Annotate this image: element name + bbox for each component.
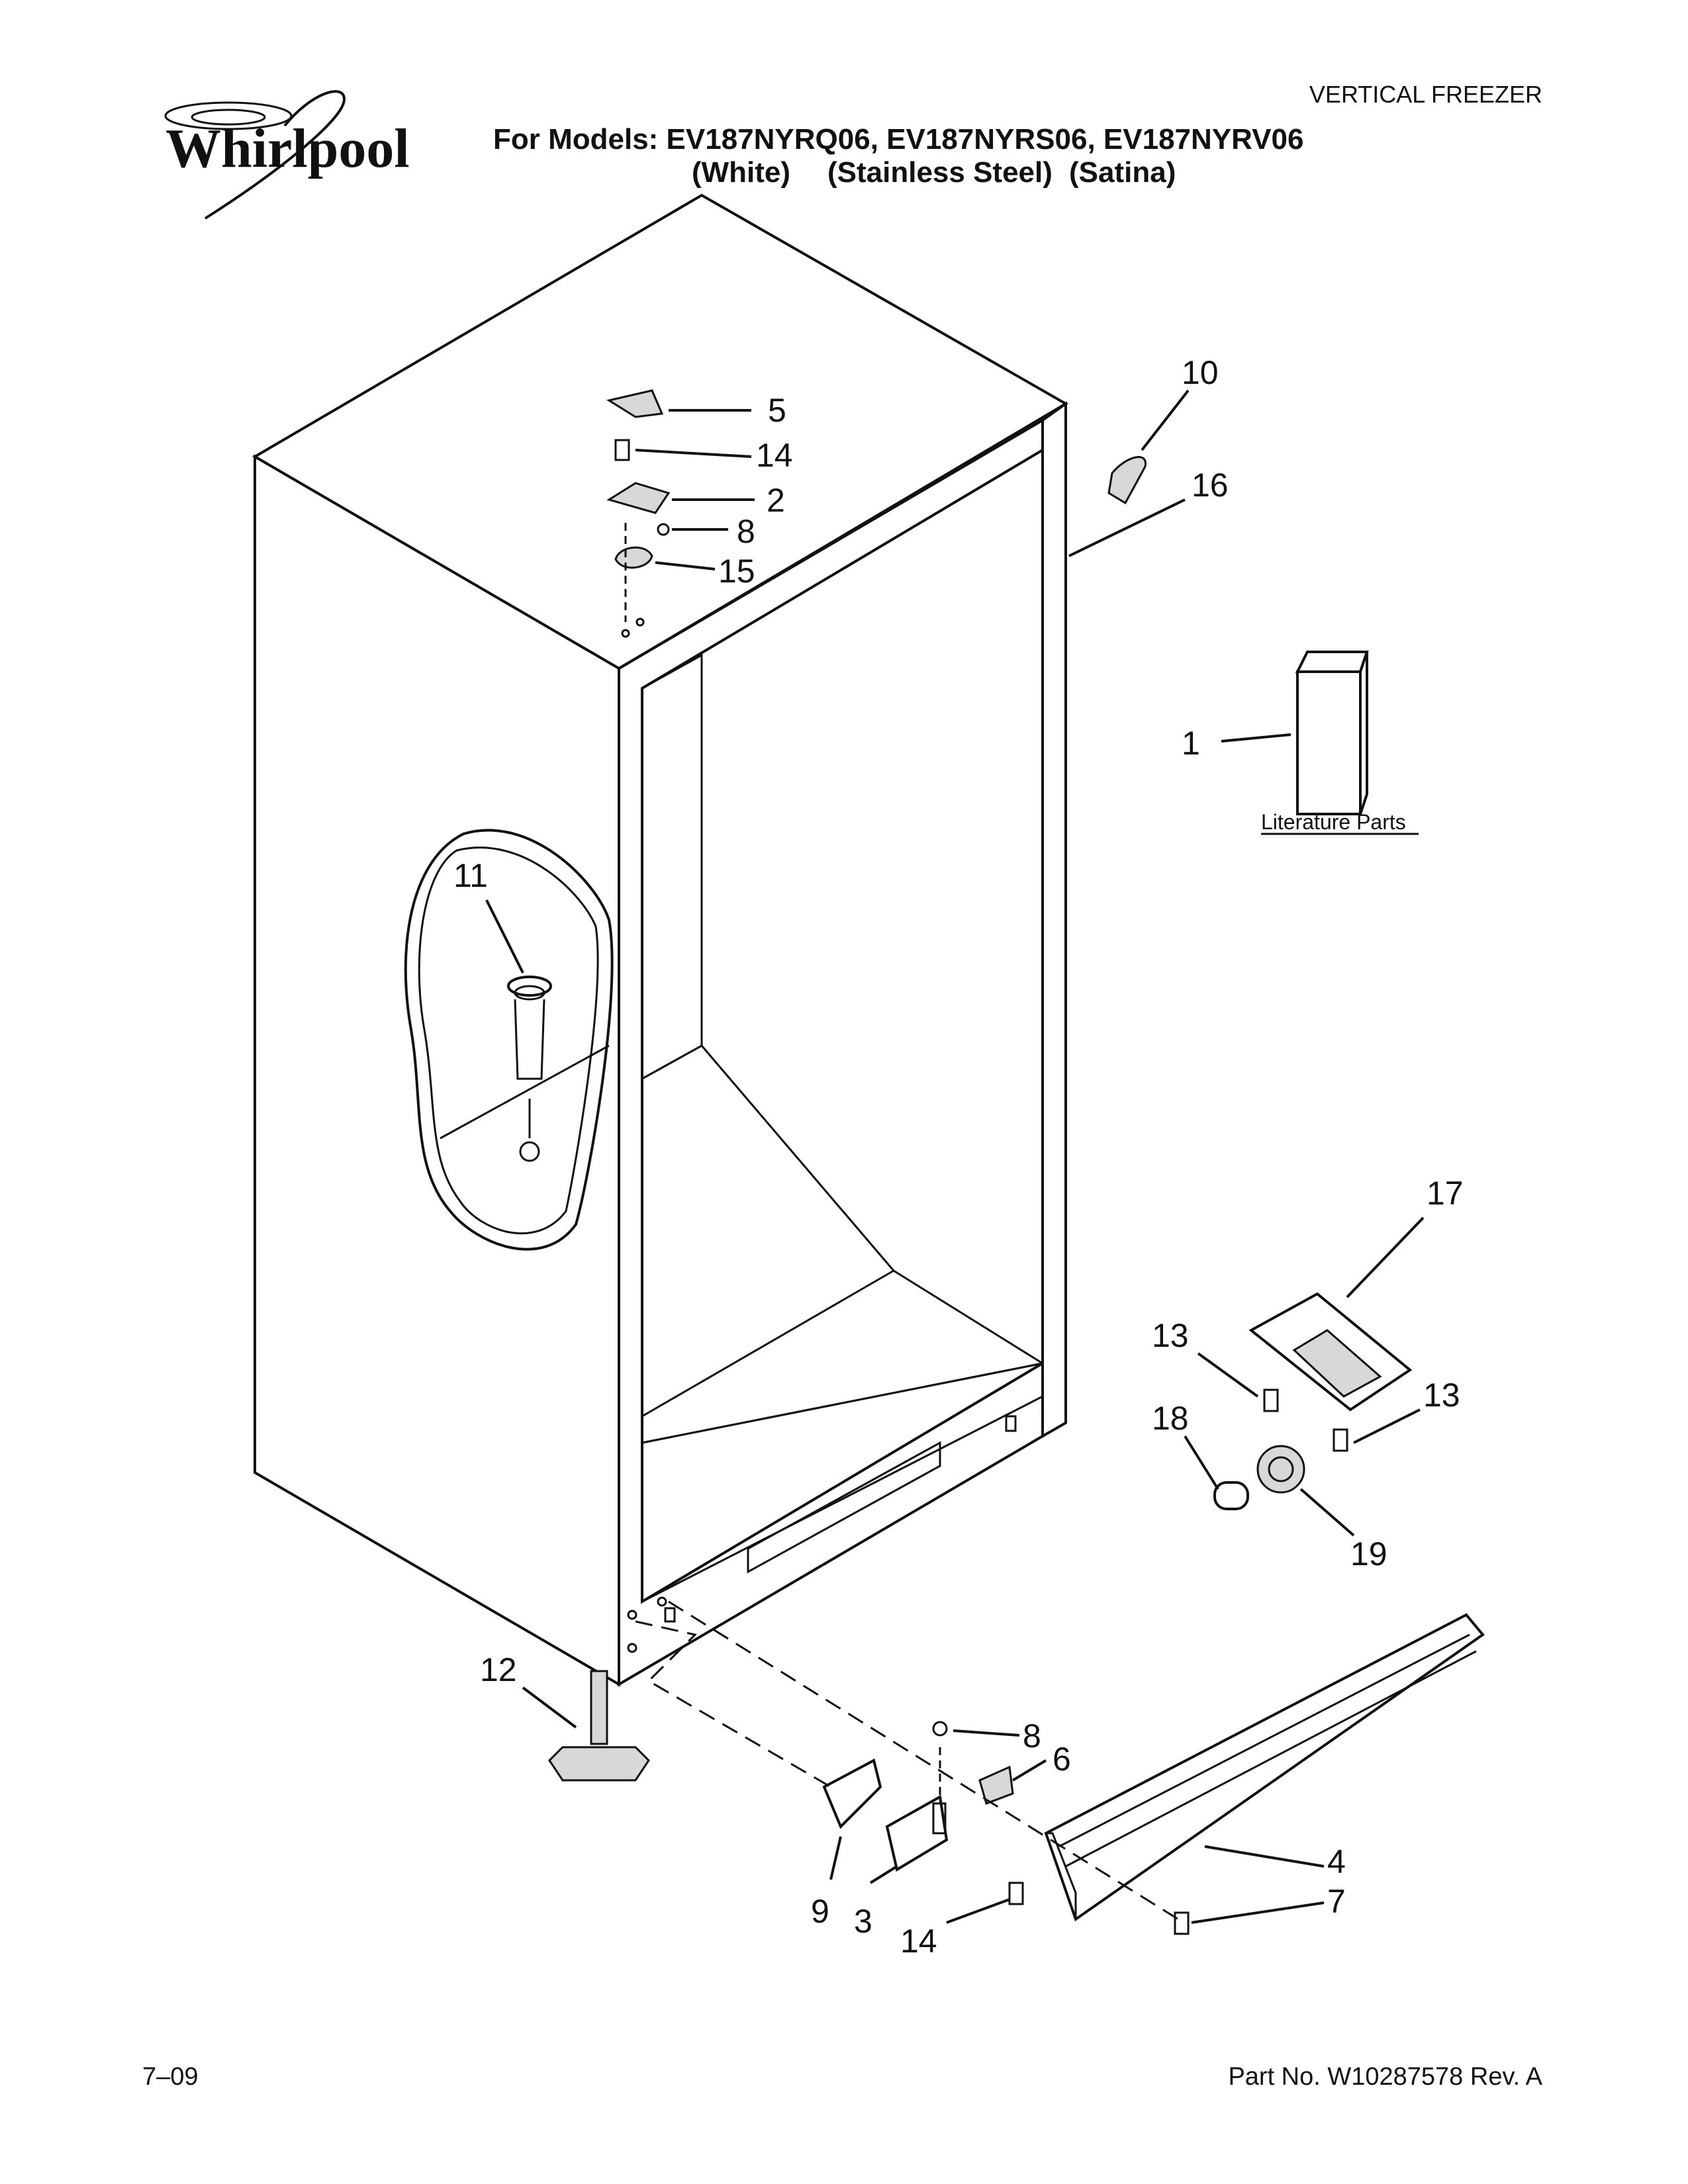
callout-18: 18 [1152,1400,1189,1437]
literature-parts-label: Literature Parts [1261,810,1406,834]
callout-8-top: 8 [737,513,755,550]
color-satina: (Satina) [1069,156,1176,189]
color-white: (White) [692,156,790,189]
screw-part-13-left [1263,1388,1279,1412]
leveling-leg-part-12 [548,1670,650,1782]
callout-9: 9 [811,1893,829,1930]
freezer-cabinet [252,193,1068,1687]
brand-wordmark: Whirlpool [165,118,410,179]
leader-lines [485,389,1425,1924]
callout-16: 16 [1192,467,1229,504]
revision-date: 7–09 [142,2063,199,2091]
top-hinge-part-2 [606,482,671,514]
bushing-part-19 [1256,1445,1305,1494]
washer-part-8-top [657,523,670,536]
callout-14-bottom: 14 [900,1923,937,1960]
bottom-bracket-parts [635,1600,1190,1935]
models-line: For Models: EV187NYRQ06, EV187NYRS06, EV… [493,123,1303,156]
callout-19: 19 [1350,1535,1387,1572]
callout-10: 10 [1182,354,1219,391]
bracket-part-9 [822,1758,882,1829]
callout-12: 12 [480,1651,517,1688]
screw-part-14-bottom [1008,1882,1024,1905]
part-10-clip [1107,456,1147,505]
callout-7: 7 [1327,1883,1346,1920]
callout-8-bottom: 8 [1023,1717,1041,1754]
callout-6: 6 [1053,1741,1071,1778]
brand-logo: Whirlpool [164,90,410,220]
clip-part-6 [978,1765,1014,1805]
color-stainless-steel: (Stainless Steel) [827,156,1053,189]
washer-part-8-bottom [932,1721,948,1737]
bracket-part-3 [885,1794,949,1872]
screw-part-14-top [614,439,630,461]
top-hinge-parts [606,389,671,638]
callout-13-right: 13 [1423,1377,1460,1414]
callout-13-left: 13 [1152,1317,1189,1354]
callout-17: 17 [1427,1175,1464,1212]
base-grille-part-4 [1044,1613,1485,1922]
bottom-hinge-assembly [1213,1292,1413,1510]
hinge-cover-part-5 [606,389,664,418]
literature-parts: Literature Parts [1261,651,1419,835]
pin-part-18 [1213,1481,1249,1510]
part-number: Part No. W10287578 Rev. A [1228,2063,1542,2091]
callout-4: 4 [1327,1843,1346,1880]
callout-5: 5 [768,392,786,429]
callout-3: 3 [854,1903,872,1940]
screw-part-7 [1174,1911,1190,1935]
category-label: VERTICAL FREEZER [1309,81,1542,108]
callout-11: 11 [453,857,488,894]
callout-15: 15 [718,553,755,590]
callout-1: 1 [1182,725,1200,762]
cutaway-view [404,829,614,1251]
callout-2: 2 [767,482,785,519]
screw-part-13-right [1333,1428,1348,1452]
callout-14-top: 14 [756,437,793,474]
